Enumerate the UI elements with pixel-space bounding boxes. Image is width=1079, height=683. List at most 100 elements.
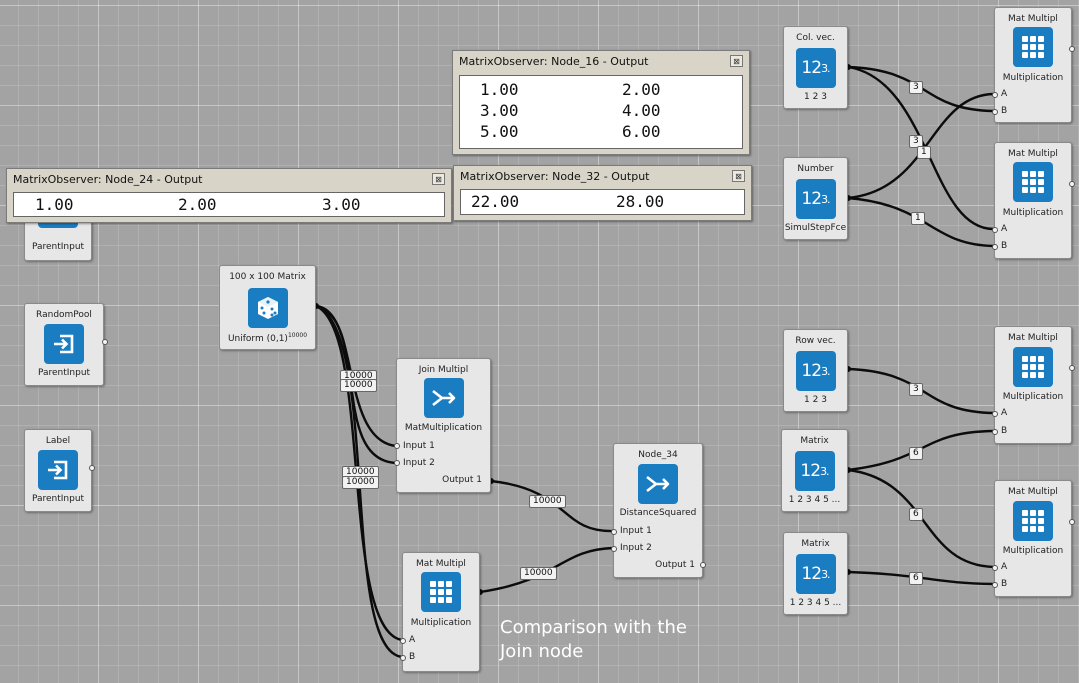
port-label: B bbox=[1001, 241, 1008, 251]
input-port[interactable] bbox=[992, 92, 998, 98]
grid-icon bbox=[1013, 501, 1053, 541]
close-icon[interactable]: ⊠ bbox=[432, 173, 445, 185]
grid-icon bbox=[421, 572, 461, 612]
matrix-observer-node-32[interactable]: MatrixObserver: Node_32 - Output ⊠ 22.00… bbox=[453, 165, 752, 221]
node-title: 100 x 100 Matrix bbox=[229, 272, 306, 282]
wire-label: 3 bbox=[909, 383, 923, 396]
input-port[interactable] bbox=[992, 429, 998, 435]
port-label: Output 1 bbox=[442, 475, 482, 485]
output-port[interactable] bbox=[89, 465, 95, 471]
wire-label: 10000 bbox=[520, 567, 557, 580]
wire-label: 10000 bbox=[529, 495, 566, 508]
matrix-cell: 4.00 bbox=[622, 101, 661, 120]
observer-title: MatrixObserver: Node_32 - Output bbox=[460, 170, 650, 183]
matrix-cell: 3.00 bbox=[322, 195, 361, 214]
node-subtitle: Multiplication bbox=[1002, 392, 1064, 402]
port-label: Input 1 bbox=[620, 526, 652, 536]
port-label: B bbox=[1001, 106, 1008, 116]
node-subtitle: 1 2 3 4 5 ... bbox=[788, 495, 841, 505]
dice-icon bbox=[247, 288, 288, 328]
wire-label: 1 bbox=[917, 146, 931, 159]
port-label: Input 1 bbox=[403, 441, 435, 451]
input-port[interactable] bbox=[992, 109, 998, 115]
matrix-observer-node-16[interactable]: MatrixObserver: Node_16 - Output ⊠ 1.00 … bbox=[452, 50, 750, 155]
output-port[interactable] bbox=[1069, 365, 1075, 371]
node-subtitle: Multiplication bbox=[1002, 546, 1064, 556]
node-subtitle: DistanceSquared bbox=[619, 508, 697, 518]
node-subtitle: 1 2 3 bbox=[804, 395, 827, 405]
input-port[interactable] bbox=[992, 582, 998, 588]
node-title: Number bbox=[797, 164, 834, 174]
port-label: A bbox=[1001, 562, 1008, 572]
port-label: A bbox=[1001, 408, 1008, 418]
grid-icon bbox=[1013, 162, 1053, 202]
node-subtitle: ParentInput bbox=[31, 494, 85, 504]
matrix-cell: 5.00 bbox=[480, 122, 519, 141]
label-node[interactable]: Label ParentInput bbox=[24, 429, 95, 512]
wire-label: 6 bbox=[909, 508, 923, 521]
input-port[interactable] bbox=[400, 655, 406, 661]
matrix-100-node[interactable]: 100 x 100 Matrix Uniform (0,1)10000 bbox=[219, 265, 316, 350]
node-title: Col. vec. bbox=[796, 33, 835, 43]
node-34-distance-squared[interactable]: Node_34 DistanceSquared Input 1 Input 2 … bbox=[611, 443, 706, 578]
input-port[interactable] bbox=[992, 244, 998, 250]
output-port[interactable] bbox=[1069, 46, 1075, 52]
mat-multipl-right-1[interactable]: Mat Multipl Multiplication A B bbox=[992, 7, 1075, 123]
matrix-cell: 1.00 bbox=[480, 80, 519, 99]
input-port[interactable] bbox=[394, 460, 400, 466]
port-label: A bbox=[409, 635, 416, 645]
port-label: B bbox=[1001, 426, 1008, 436]
node-title: Mat Multipl bbox=[1008, 14, 1058, 24]
port-label: B bbox=[1001, 579, 1008, 589]
node-title: Matrix bbox=[801, 539, 830, 549]
output-port[interactable] bbox=[102, 339, 108, 345]
join-multipl-node[interactable]: Join Multipl MatMultiplication Input 1 I… bbox=[394, 358, 491, 493]
matrix-cell: 3.00 bbox=[480, 101, 519, 120]
wire-label: 10000 bbox=[342, 476, 379, 489]
port-label: A bbox=[1001, 89, 1008, 99]
node-subtitle: ParentInput bbox=[37, 368, 91, 378]
observer-title: MatrixObserver: Node_16 - Output bbox=[459, 55, 649, 68]
close-icon[interactable]: ⊠ bbox=[730, 55, 743, 67]
matrix-cell: 22.00 bbox=[471, 192, 520, 211]
observer-output-matrix: 1.00 2.00 3.00 4.00 5.00 6.00 bbox=[459, 75, 743, 149]
node-title: Node_34 bbox=[638, 450, 678, 460]
input-port[interactable] bbox=[611, 546, 617, 552]
input-port[interactable] bbox=[394, 443, 400, 449]
wire-label: 3 bbox=[909, 81, 923, 94]
mat-multipl-bottom-node[interactable]: Mat Multipl Multiplication A B bbox=[400, 552, 480, 672]
input-port[interactable] bbox=[992, 565, 998, 571]
observer-output-matrix: 22.00 28.00 bbox=[460, 189, 745, 215]
random-pool-node[interactable]: RandomPool ParentInput bbox=[24, 303, 108, 386]
input-port[interactable] bbox=[400, 638, 406, 644]
output-port[interactable] bbox=[1069, 181, 1075, 187]
node-title: Row vec. bbox=[795, 336, 836, 346]
output-port[interactable] bbox=[1069, 519, 1075, 525]
merge-arrow-icon bbox=[423, 378, 464, 418]
close-icon[interactable]: ⊠ bbox=[732, 170, 745, 182]
input-port[interactable] bbox=[992, 411, 998, 417]
matrix-cell: 2.00 bbox=[622, 80, 661, 99]
node-subtitle: 1 2 3 4 5 ... bbox=[789, 598, 842, 608]
mat-multipl-right-4[interactable]: Mat Multipl Multiplication A B bbox=[992, 480, 1075, 597]
matrix-observer-node-24[interactable]: MatrixObserver: Node_24 - Output ⊠ 1.00 … bbox=[6, 168, 452, 223]
mat-multipl-right-3[interactable]: Mat Multipl Multiplication A B bbox=[992, 326, 1075, 444]
node-title: Mat Multipl bbox=[416, 559, 466, 569]
wire-label: 6 bbox=[909, 572, 923, 585]
mat-multipl-right-2[interactable]: Mat Multipl Multiplication A B bbox=[992, 142, 1075, 259]
output-port[interactable] bbox=[700, 562, 706, 568]
annotation-line: Join node bbox=[500, 641, 584, 662]
node-subtitle: 1 2 3 bbox=[804, 92, 827, 102]
input-port[interactable] bbox=[611, 529, 617, 535]
input-port[interactable] bbox=[992, 227, 998, 233]
